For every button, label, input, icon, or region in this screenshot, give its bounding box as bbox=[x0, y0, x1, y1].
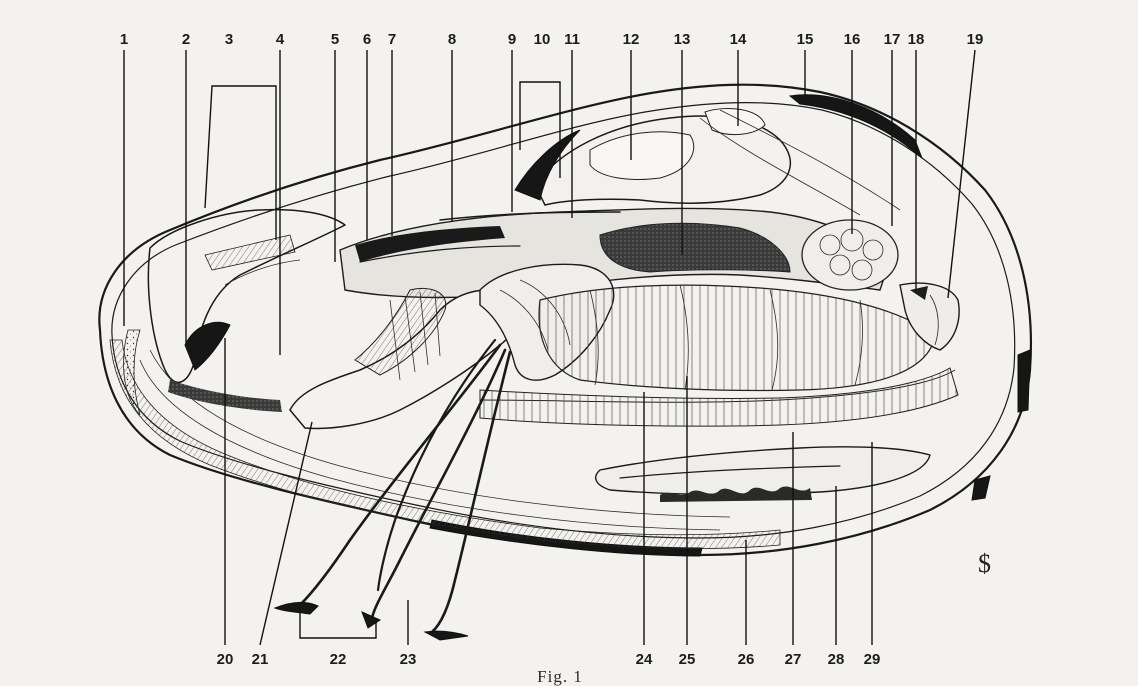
upper-chamber bbox=[515, 108, 900, 215]
label-10: 10 bbox=[534, 31, 551, 48]
label-14: 14 bbox=[730, 31, 747, 48]
label-11: 11 bbox=[564, 31, 580, 48]
label-3: 3 bbox=[225, 31, 233, 48]
label-16: 16 bbox=[844, 31, 861, 48]
label-18: 18 bbox=[908, 31, 925, 48]
label-5: 5 bbox=[331, 31, 339, 48]
label-8: 8 bbox=[448, 31, 456, 48]
label-25: 25 bbox=[679, 651, 696, 668]
label-20: 20 bbox=[217, 651, 234, 668]
label-15: 15 bbox=[797, 31, 814, 48]
label-27: 27 bbox=[785, 651, 802, 668]
label-22: 22 bbox=[330, 651, 347, 668]
label-21: 21 bbox=[252, 651, 269, 668]
label-7: 7 bbox=[388, 31, 396, 48]
label-26: 26 bbox=[738, 651, 755, 668]
label-29: 29 bbox=[864, 651, 881, 668]
label-9: 9 bbox=[508, 31, 516, 48]
anterior-flap bbox=[124, 210, 345, 415]
label-28: 28 bbox=[828, 651, 845, 668]
label-13: 13 bbox=[674, 31, 691, 48]
label-23: 23 bbox=[400, 651, 417, 668]
lower-loop bbox=[596, 447, 930, 502]
label-4: 4 bbox=[276, 31, 285, 48]
label-2: 2 bbox=[182, 31, 190, 48]
label-12: 12 bbox=[623, 31, 640, 48]
label-6: 6 bbox=[363, 31, 371, 48]
artist-signature: $ bbox=[978, 549, 991, 578]
figure-caption: Fig. 1 bbox=[537, 667, 583, 686]
gills bbox=[480, 285, 958, 426]
label-24: 24 bbox=[636, 651, 653, 668]
label-19: 19 bbox=[967, 31, 984, 48]
label-1: 1 bbox=[120, 31, 128, 48]
label-17: 17 bbox=[884, 31, 901, 48]
dorsal-viscera bbox=[340, 208, 898, 297]
